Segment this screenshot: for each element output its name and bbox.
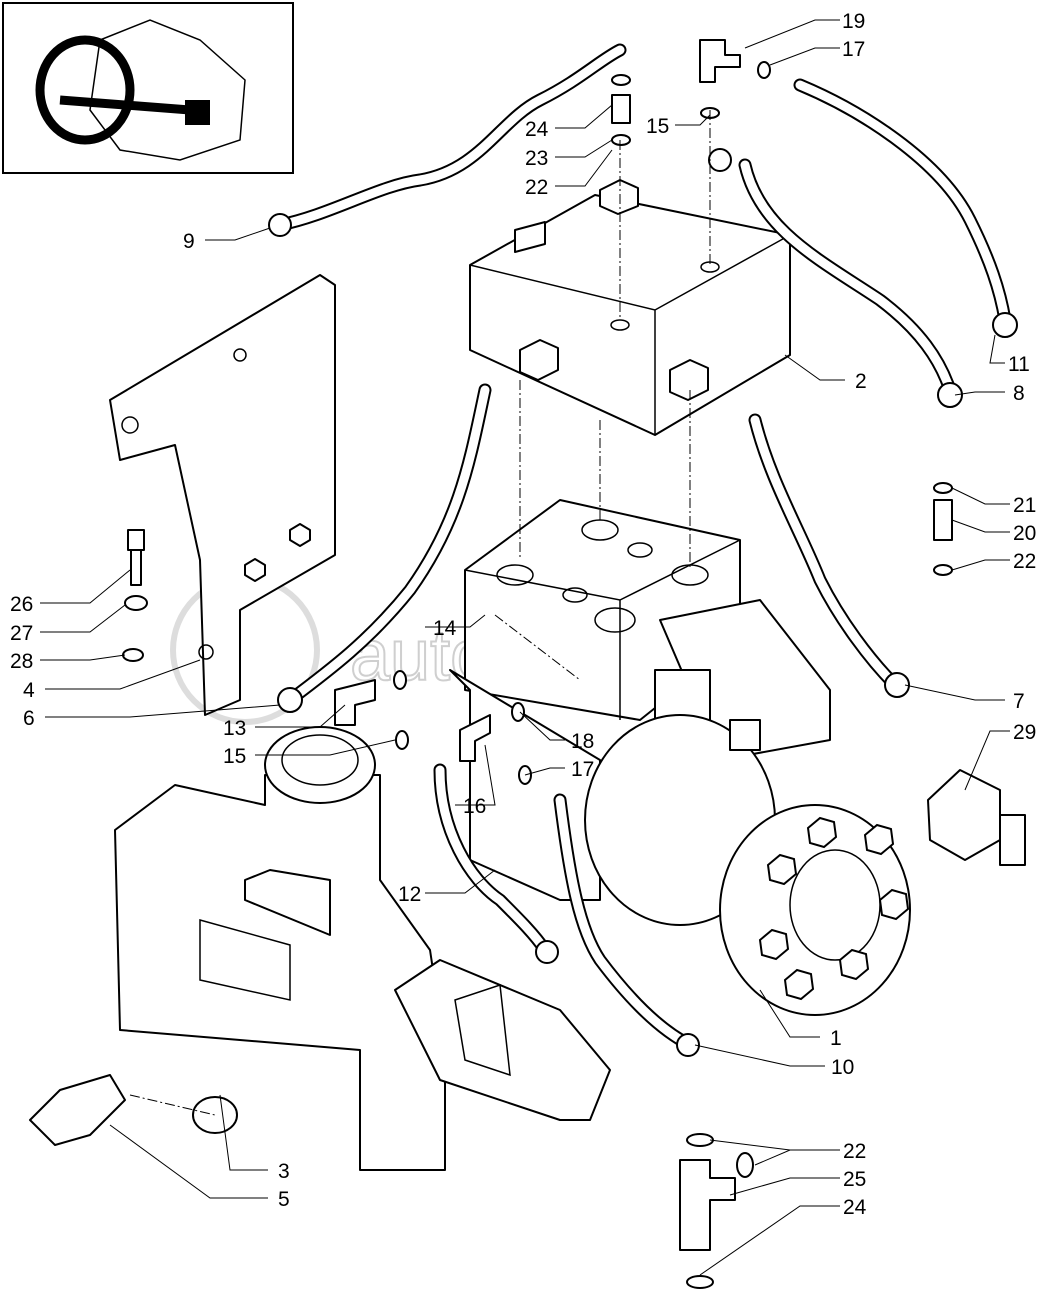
callout-4: 4 (23, 679, 35, 702)
callout-5: 5 (278, 1188, 290, 1211)
callout-22: 22 (843, 1140, 866, 1163)
callout-24: 24 (843, 1196, 867, 1219)
locator-inset (2, 2, 294, 174)
callout-15: 15 (646, 115, 669, 138)
callout-16: 16 (463, 795, 486, 818)
callout-3: 3 (278, 1160, 290, 1183)
callout-1: 1 (830, 1027, 842, 1050)
callout-14: 14 (433, 617, 457, 640)
callout-15: 15 (223, 745, 246, 768)
callout-21: 21 (1013, 494, 1036, 517)
callout-24: 24 (525, 118, 549, 141)
valve-block (469, 179, 791, 436)
callout-29: 29 (1013, 721, 1036, 744)
callout-6: 6 (23, 707, 35, 730)
leader-lines (40, 19, 1010, 1276)
callout-12: 12 (398, 883, 421, 906)
callout-7: 7 (1013, 690, 1025, 713)
fittings (334, 39, 1026, 1289)
callout-8: 8 (1013, 382, 1025, 405)
callout-10: 10 (831, 1056, 854, 1079)
callout-22: 22 (1013, 550, 1036, 573)
hose-nuts (268, 148, 1018, 1057)
callout-11: 11 (1008, 353, 1030, 376)
callout-19: 19 (842, 10, 865, 33)
callout-20: 20 (1013, 522, 1036, 545)
callout-labels: 19 17 24 15 23 22 9 11 2 8 21 20 22 26 2… (10, 10, 1036, 1219)
callout-25: 25 (843, 1168, 866, 1191)
callout-2: 2 (855, 370, 867, 393)
callout-26: 26 (10, 593, 33, 616)
steering-wheel-icon (35, 35, 135, 145)
steering-unit (449, 499, 911, 1016)
hoses (273, 43, 1012, 1052)
callout-18: 18 (571, 730, 594, 753)
bracket-plate (109, 274, 336, 716)
callout-17: 17 (571, 758, 594, 781)
callout-27: 27 (10, 622, 33, 645)
callout-22: 22 (525, 176, 548, 199)
callout-28: 28 (10, 650, 33, 673)
callout-9: 9 (183, 230, 195, 253)
callout-13: 13 (223, 717, 246, 740)
callout-17: 17 (842, 38, 865, 61)
priority-valve (29, 726, 611, 1171)
callout-23: 23 (525, 147, 548, 170)
